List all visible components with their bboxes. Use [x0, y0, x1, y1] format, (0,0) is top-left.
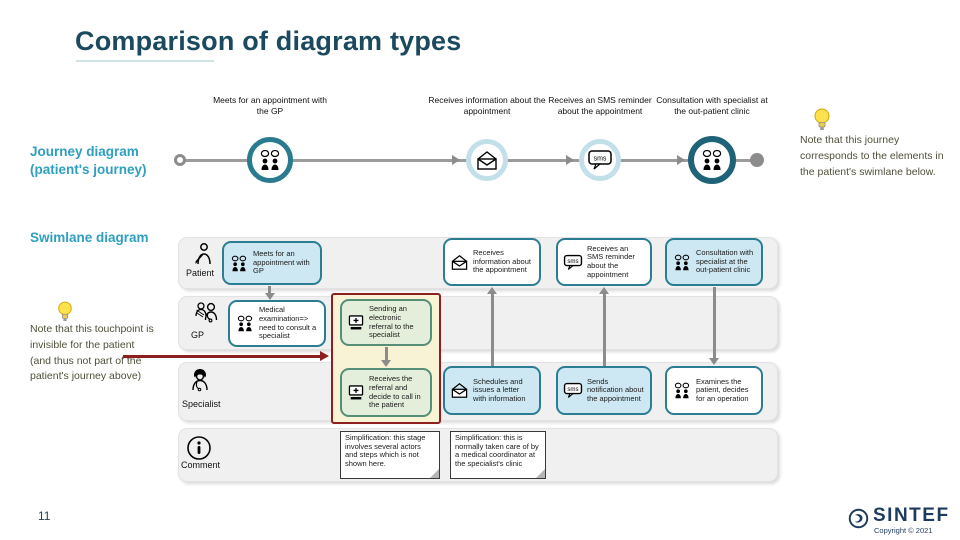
arrow-up-icon [487, 287, 497, 294]
journey-diagram-label: Journey diagram (patient's journey) [30, 143, 146, 178]
swimlane-note: Note that this touchpoint is invisible f… [30, 323, 154, 383]
arrow-right-icon [452, 155, 460, 165]
journey-step-label: Consultation with specialist at the out-… [656, 95, 768, 117]
journey-step-consultation [688, 136, 736, 184]
journey-step-meets-gp [247, 137, 293, 183]
people-icon [699, 149, 725, 171]
journey-label-line1: Journey diagram [30, 144, 139, 159]
sintef-logo-icon [848, 508, 869, 529]
arrow-right-icon [677, 155, 685, 165]
lightbulb-icon [812, 107, 832, 133]
envelope-icon [450, 254, 469, 270]
people-icon [229, 255, 249, 272]
box-specialist-sends-notification: sms Sends notification about the appoint… [556, 366, 652, 415]
sms-icon: sms [563, 254, 583, 271]
copyright-text: Copyright © 2021 [874, 526, 933, 535]
brand-name: SINTEF [873, 505, 950, 526]
box-label: Sends notification about the appointment [587, 376, 644, 403]
box-patient-sms-reminder: sms Receives an SMS reminder about the a… [556, 238, 652, 286]
lane-label-gp: GP [191, 330, 205, 340]
sms-icon: sms [563, 382, 583, 399]
envelope-icon [475, 150, 499, 170]
lane-label-patient: Patient [186, 268, 215, 278]
arrow-right-icon [566, 155, 574, 165]
arrow-down-icon [264, 293, 275, 300]
box-patient-receives-info: Receives information about the appointme… [443, 238, 541, 286]
box-label: Consultation with specialist at the out-… [696, 248, 754, 275]
box-label: Medical examination=> need to consult a … [259, 305, 317, 341]
box-gp-electronic-referral: Sending an electronic referral to the sp… [340, 299, 432, 346]
box-label: Meets for an appointment with GP [253, 249, 310, 276]
page-title: Comparison of diagram types [75, 26, 462, 56]
box-specialist-examines: Examines the patient, decides for an ope… [665, 366, 763, 415]
journey-note: Note that this journey corresponds to th… [800, 134, 944, 178]
svg-text:sms: sms [567, 386, 578, 393]
page-number: 11 [38, 509, 51, 523]
journey-step-label: Receives information about the appointme… [428, 95, 546, 117]
title-underline [76, 60, 214, 62]
arrow-down-icon [381, 360, 391, 367]
sms-icon: sms [587, 149, 613, 171]
lightbulb-icon [56, 300, 74, 324]
arrow-up-icon [599, 287, 609, 294]
connector-line [268, 286, 271, 294]
journey-step-label: Receives an SMS reminder about the appoi… [548, 95, 652, 117]
connector-line [490, 293, 494, 366]
people-icon [672, 254, 692, 271]
svg-text:sms: sms [594, 156, 607, 163]
box-label: Receives an SMS reminder about the appoi… [587, 243, 635, 279]
gp-icon [192, 300, 220, 326]
box-patient-meets-gp: Meets for an appointment with GP [222, 241, 322, 285]
journey-label-line2: (patient's journey) [30, 161, 147, 177]
patient-icon [190, 242, 214, 266]
comment-text: Simplification: this stage involves seve… [345, 433, 426, 468]
computer-icon [347, 314, 365, 331]
swimlane-diagram-label: Swimlane diagram [30, 230, 149, 245]
callout-line [123, 355, 321, 358]
journey-start-node [174, 154, 186, 166]
connector-line [712, 287, 716, 359]
lane-label-specialist: Specialist [182, 399, 221, 409]
journey-step-receives-info [466, 139, 508, 181]
info-icon [186, 435, 212, 461]
comment-note-1: Simplification: this stage involves seve… [340, 431, 440, 479]
people-icon [257, 149, 283, 171]
box-label: Receives information about the appointme… [473, 248, 531, 275]
box-label: Receives the referral and decide to call… [369, 374, 421, 410]
lane-label-comment: Comment [181, 460, 221, 470]
people-icon [235, 315, 255, 332]
box-label: Sending an electronic referral to the sp… [369, 304, 414, 340]
callout-arrow-icon [320, 351, 329, 361]
box-specialist-schedules-letter: Schedules and issues a letter with infor… [443, 366, 541, 415]
box-label: Examines the patient, decides for an ope… [696, 376, 749, 403]
box-label: Schedules and issues a letter with infor… [473, 376, 526, 403]
box-patient-consultation: Consultation with specialist at the out-… [665, 238, 763, 286]
comment-text: Simplification: this is normally taken c… [455, 433, 539, 468]
computer-icon [347, 384, 365, 401]
specialist-icon [188, 368, 212, 394]
journey-step-sms-reminder: sms [579, 139, 621, 181]
journey-step-label: Meets for an appointment with the GP [213, 95, 327, 117]
arrow-down-icon [709, 358, 719, 365]
connector-line [602, 293, 606, 366]
connector-line [384, 347, 388, 361]
box-specialist-receives-referral: Receives the referral and decide to call… [340, 368, 432, 417]
people-icon [672, 382, 692, 399]
comment-note-2: Simplification: this is normally taken c… [450, 431, 546, 479]
journey-end-node [750, 153, 764, 167]
box-gp-examination: Medical examination=> need to consult a … [228, 300, 326, 347]
envelope-icon [450, 383, 469, 398]
svg-text:sms: sms [567, 257, 578, 264]
